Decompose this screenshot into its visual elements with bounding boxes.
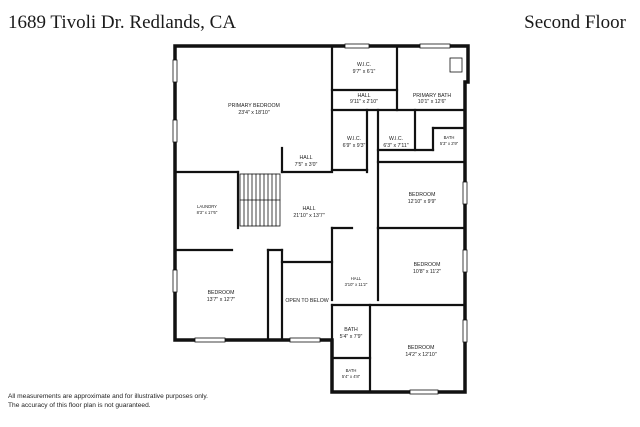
room-hall-small-dims: 7'5" x 3'0" [295, 162, 318, 168]
room-hall-mid-dims: 3'10" x 11'2" [345, 282, 368, 287]
staircase [239, 173, 281, 227]
room-hall-main-name: HALL [303, 206, 316, 212]
room-hall-mid-name: HALL [351, 276, 362, 281]
room-bedroom-right-mid-name: BEDROOM [414, 262, 441, 268]
room-bedroom-lower-name: BEDROOM [408, 345, 435, 351]
room-bedroom-left-name: BEDROOM [208, 290, 235, 296]
room-wic-right-name: W.I.C. [389, 136, 403, 142]
room-hall-top-dims: 9'11" x 2'10" [350, 99, 378, 105]
room-hall-small-name: HALL [300, 155, 313, 161]
room-wic-left-dims: 6'9" x 9'3" [343, 143, 366, 149]
open-to-below-label: OPEN TO BELOW [285, 298, 328, 304]
room-bath-lower-small-name: BATH [346, 368, 357, 373]
room-bedroom-right-mid-dims: 10'8" x 11'2" [413, 269, 441, 275]
room-primary-bath-name: PRIMARY BATH [413, 93, 452, 99]
floor-label: Second Floor [524, 12, 626, 33]
room-hall-top-name: HALL [358, 93, 371, 99]
room-wic-left-name: W.I.C. [347, 136, 361, 142]
room-bedroom-right-upper-dims: 12'10" x 9'9" [408, 199, 437, 205]
room-bedroom-right-upper-name: BEDROOM [409, 192, 436, 198]
room-primary-bath-dims: 10'1" x 12'6" [418, 99, 447, 105]
room-bath-small-dims: 5'3" x 2'9" [440, 141, 459, 146]
property-address: 1689 Tivoli Dr. Redlands, CA [8, 12, 237, 33]
room-bath-lower-dims: 5'4" x 7'9" [340, 334, 363, 340]
room-bath-lower-name: BATH [344, 327, 358, 333]
disclaimer-line-2: The accuracy of this floor plan is not g… [8, 402, 151, 409]
room-wic-top-name: W.I.C. [357, 62, 371, 68]
exterior-wall [173, 44, 470, 394]
room-bath-small-name: BATH [444, 135, 455, 140]
room-primary-bedroom-dims: 23'4" x 18'10" [238, 110, 269, 116]
room-laundry-dims: 8'3" x 17'6" [197, 210, 218, 215]
room-wic-top-dims: 9'7" x 6'1" [353, 69, 376, 75]
disclaimer-line-1: All measurements are approximate and for… [8, 393, 208, 400]
room-primary-bedroom-name: PRIMARY BEDROOM [228, 103, 280, 109]
room-hall-main-dims: 21'10" x 13'7" [293, 213, 324, 219]
windows [172, 43, 468, 395]
room-laundry-name: LAUNDRY [197, 204, 217, 209]
interior-walls [173, 44, 467, 394]
room-wic-right-dims: 6'3" x 7'11" [383, 143, 408, 149]
room-bath-lower-small-dims: 5'4" x 4'8" [342, 374, 361, 379]
room-bedroom-lower-dims: 14'2" x 12'10" [405, 352, 436, 358]
room-bedroom-left-dims: 13'7" x 12'7" [207, 297, 236, 303]
